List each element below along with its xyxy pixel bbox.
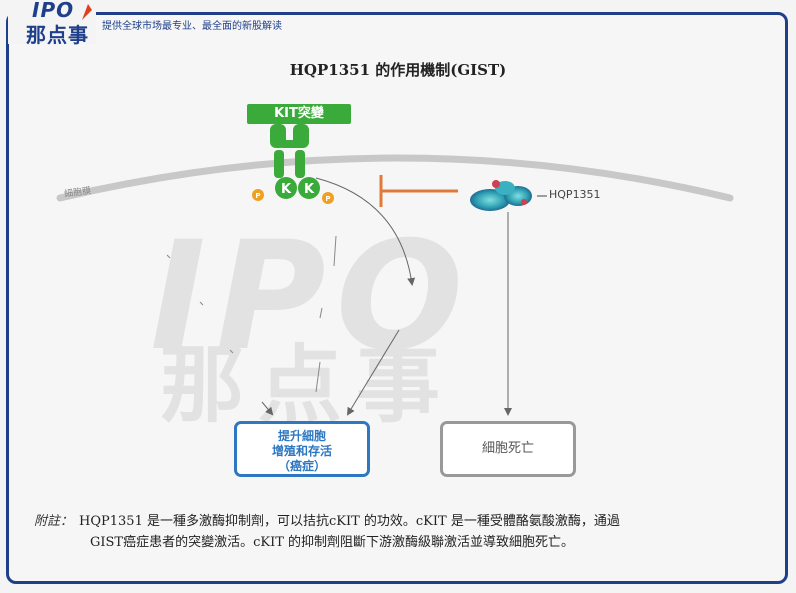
proliferation-outcome-box: 提升細胞 增殖和存活 （癌症）: [234, 421, 370, 477]
page-frame: [6, 12, 788, 584]
phosphate-p-right: P: [325, 195, 330, 203]
kit-receptor: K K P P: [252, 124, 334, 204]
arrow-pathway-3: [319, 307, 323, 319]
watermark-cn: 那点事: [160, 336, 455, 434]
arrow-pathway-2: [333, 235, 337, 267]
arrow-kit-cascade: [315, 177, 416, 286]
arrow-pathway-4: [261, 401, 274, 416]
inhibition-symbol: [379, 175, 458, 207]
proliferation-line2: 增殖和存活: [271, 444, 332, 458]
footnote: 附註： HQP1351 是一種多激酶抑制劑，可以拮抗cKIT 的功效。cKIT 是…: [34, 511, 764, 553]
footnote-line2: GIST癌症患者的突變激活。cKIT 的抑制劑阻斷下游激酶級聯激活並導致細胞死亡…: [90, 535, 575, 550]
arrow-to-proliferation: [346, 329, 400, 416]
kinase-domain-left: K: [275, 177, 297, 199]
phosphate-right: P: [322, 192, 334, 204]
proliferation-line3: （癌症）: [277, 459, 326, 473]
footnote-line1: HQP1351 是一種多激酶抑制劑，可以拮抗cKIT 的功效。cKIT 是一種受…: [79, 514, 620, 529]
kinase-k-right: K: [304, 182, 315, 197]
kinase-k-left: K: [281, 182, 292, 197]
logo-ipo-text: IPO: [32, 0, 75, 22]
footnote-prefix: 附註：: [34, 514, 74, 529]
proliferation-line1: 提升細胞: [277, 429, 326, 443]
cell-death-label: 細胞死亡: [481, 441, 534, 456]
logo-arrow-icon: [82, 4, 92, 20]
cell-death-outcome-box: 細胞死亡: [440, 421, 576, 477]
dash-mark-2: [199, 301, 204, 306]
phosphate-p-left: P: [255, 192, 260, 200]
dash-mark-1: [166, 254, 171, 259]
kinase-domain-right: K: [298, 177, 320, 199]
dash-mark-3: [229, 349, 234, 354]
brand-logo: IPO 那点事: [8, 0, 96, 47]
phosphate-left: P: [252, 189, 264, 201]
diagram-title: HQP1351 的作用機制(GIST): [289, 61, 507, 79]
logo-cn-text: 那点事: [26, 23, 89, 47]
watermark-ipo: IPO: [150, 210, 474, 384]
header-slogan: 提供全球市场最专业、最全面的新股解读: [102, 21, 282, 32]
kit-mutation-label: KIT突變: [247, 104, 351, 124]
hqp1351-label: HQP1351: [549, 188, 601, 201]
arrow-pathway-1: [315, 361, 321, 393]
hqp1351-molecule-icon: [470, 180, 532, 211]
cell-membrane: [56, 154, 734, 202]
